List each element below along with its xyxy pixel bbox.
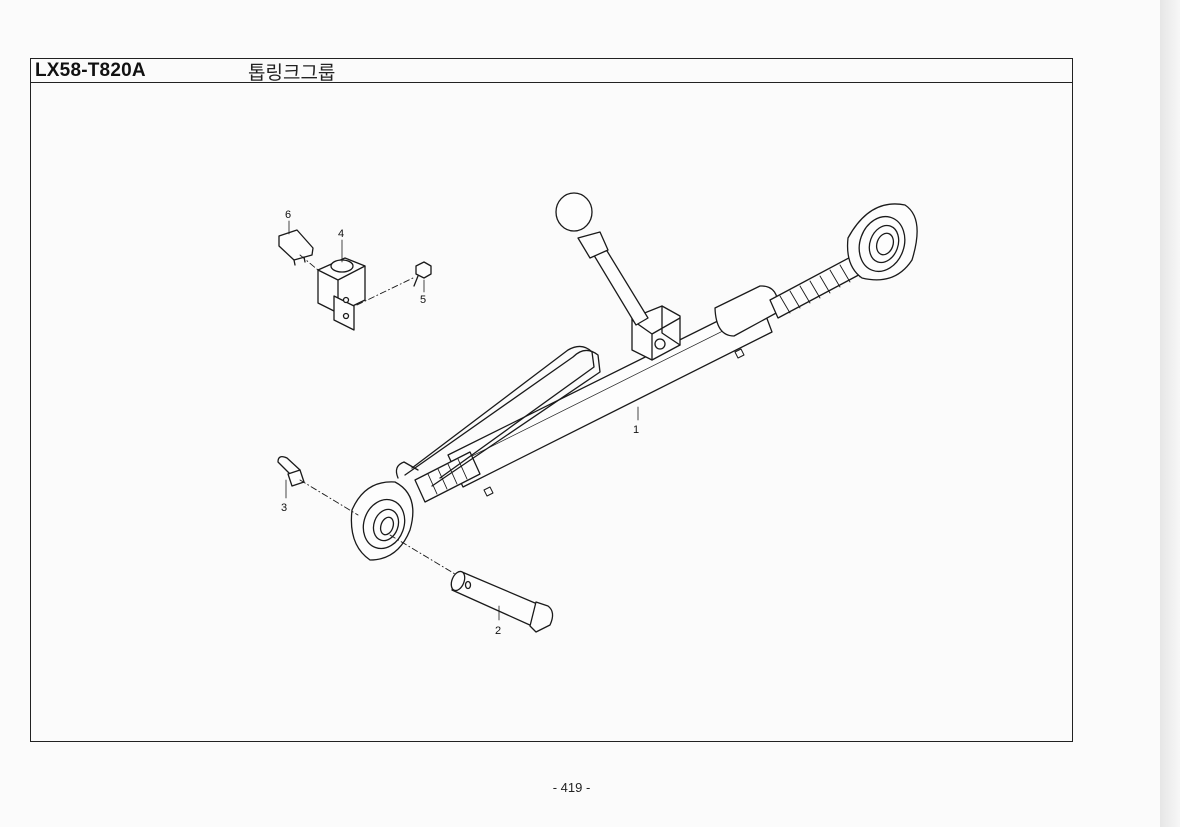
group-name: 톱링크그룹 xyxy=(248,62,336,84)
pin xyxy=(450,570,554,633)
bolt xyxy=(413,261,432,287)
linch-pin xyxy=(277,456,305,487)
callout-5: 5 xyxy=(420,294,426,306)
callout-3: 3 xyxy=(281,502,287,514)
diagram-frame: LX58-T820A 톱링크그룹 xyxy=(30,58,1073,742)
top-link-assembly xyxy=(350,192,918,561)
page-number: - 419 - xyxy=(552,780,591,795)
callout-1: 1 xyxy=(633,424,639,436)
lever-knob xyxy=(555,192,593,232)
model-code: LX58-T820A xyxy=(35,60,146,81)
exploded-parts-diagram: 1 2 3 4 5 6 xyxy=(277,192,918,637)
assembly-lines xyxy=(299,254,456,575)
leader-lines xyxy=(285,220,639,621)
plate xyxy=(278,229,314,266)
page-header: LX58-T820A 톱링크그룹 xyxy=(31,59,1072,84)
front-eye-end xyxy=(846,203,918,281)
lever-arm xyxy=(577,231,649,326)
page-edge-shadow xyxy=(1160,0,1180,827)
holder-bracket xyxy=(317,257,366,331)
callout-6: 6 xyxy=(285,209,291,221)
rear-eye-end xyxy=(350,481,414,561)
locking-handle xyxy=(395,345,601,487)
callout-2: 2 xyxy=(495,625,501,637)
callout-4: 4 xyxy=(338,228,344,240)
